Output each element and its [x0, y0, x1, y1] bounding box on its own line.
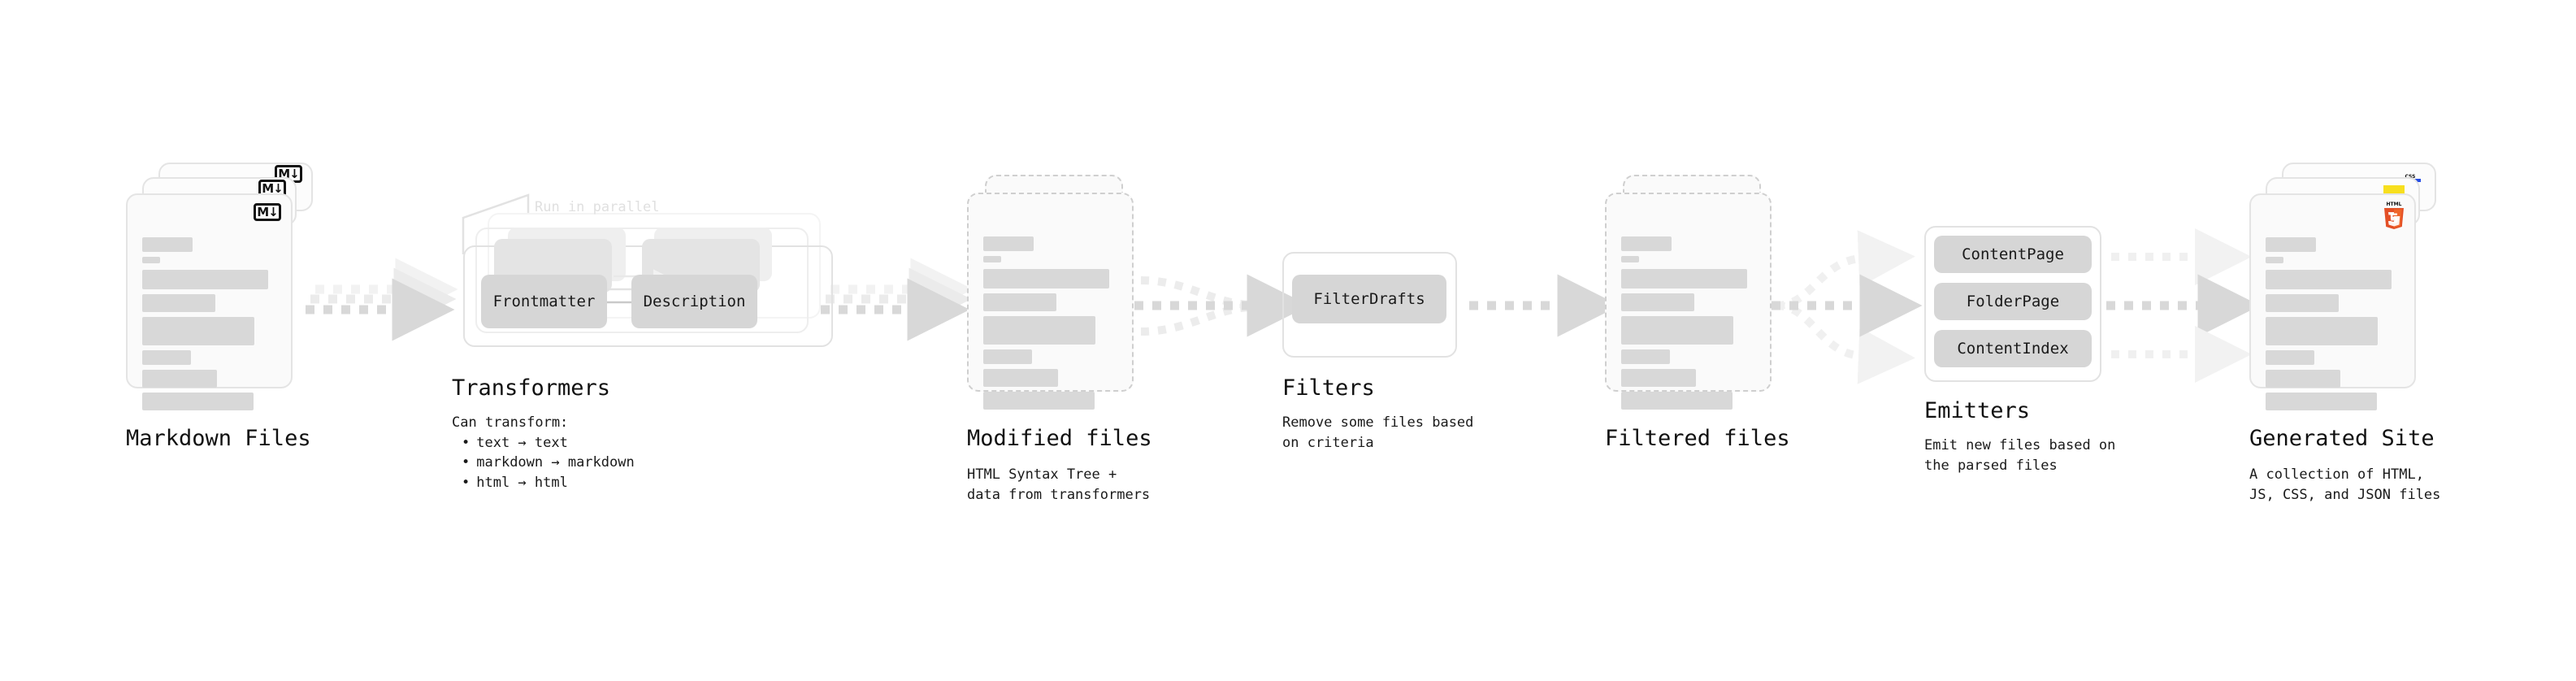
transformers-bullet-list: Can transform: text → text markdown → ma…: [452, 413, 635, 493]
stage-desc-generated-site: A collection of HTML, JS, CSS, and JSON …: [2249, 466, 2441, 503]
skeleton-bar: [983, 349, 1032, 364]
emitters-group-box: [1924, 226, 2101, 382]
transformer-group-back-1: [475, 228, 809, 333]
skeleton-bar: [1621, 293, 1694, 311]
skeleton-bar: [142, 317, 254, 345]
stage-title-modified-files: Modified files: [967, 426, 1152, 451]
skeleton-bar: [2266, 257, 2283, 263]
skeleton-bar: [1621, 269, 1747, 288]
stage-title-generated-site: Generated Site: [2249, 426, 2435, 451]
emitter-pill-contentindex[interactable]: ContentIndex: [1934, 330, 2092, 367]
file-card-front: M↓: [126, 193, 293, 410]
emitter-pill-contentpage[interactable]: ContentPage: [1934, 236, 2092, 273]
skeleton-bar: [2266, 393, 2377, 410]
stage-title-emitters: Emitters: [1924, 398, 2031, 423]
skeleton-bar: [1621, 316, 1733, 345]
skeleton-bar: [1621, 349, 1670, 364]
skeleton-bar: [142, 270, 268, 289]
filters-group-box: [1282, 252, 1457, 358]
transformer-pill-description[interactable]: Description: [631, 275, 757, 328]
transformer-bullet: text → text: [462, 433, 635, 453]
stage-title-filters: Filters: [1282, 375, 1375, 401]
skeleton-bar: [2266, 294, 2339, 312]
arrow-filtered-to-emitters: [1772, 230, 1923, 384]
skeleton-bar: [2266, 317, 2378, 345]
skeleton-bar: [983, 269, 1109, 288]
stage-desc-emitters: Emit new files based on the parsed files: [1924, 437, 2116, 474]
skeleton-bar: [142, 393, 254, 410]
skeleton-bar: [1621, 392, 1733, 410]
stage-title-transformers: Transformers: [452, 375, 611, 401]
arrow-transformers-to-modified: [821, 258, 974, 341]
skeleton-bar: [1621, 236, 1672, 251]
stage-title-markdown-files: Markdown Files: [126, 426, 311, 451]
svg-text:HTML: HTML: [2387, 202, 2402, 207]
emitter-pill-folderpage[interactable]: FolderPage: [1934, 283, 2092, 320]
stage-desc-filters: Remove some files based on criteria: [1282, 414, 1474, 451]
skeleton-bar: [983, 293, 1056, 311]
file-card-front: HTML 5: [2249, 193, 2416, 410]
skeleton-bar: [2266, 237, 2316, 252]
skeleton-bar: [142, 294, 215, 312]
html5-badge: HTML 5: [2384, 202, 2404, 229]
transformer-bullet: markdown → markdown: [462, 453, 634, 473]
markdown-badge: M↓: [254, 203, 281, 221]
transformer-pill-frontmatter[interactable]: Frontmatter: [481, 275, 607, 328]
skeleton-bar: [983, 256, 1001, 262]
skeleton-bar: [983, 236, 1034, 251]
svg-text:5: 5: [2389, 211, 2399, 228]
skeleton-bar: [142, 350, 191, 365]
skeleton-bar: [1621, 256, 1639, 262]
skeleton-bar: [983, 369, 1058, 387]
skeleton-bar: [142, 237, 193, 252]
skeleton-bar: [2266, 270, 2392, 289]
skeleton-bar: [2266, 370, 2340, 388]
file-card-front: [967, 193, 1134, 410]
arrow-markdown-to-transformers: [306, 258, 458, 341]
svg-text:CSS: CSS: [2405, 174, 2416, 180]
skeleton-bar: [2266, 350, 2314, 365]
stage-title-filtered-files: Filtered files: [1605, 426, 1790, 451]
run-in-parallel-label: Run in parallel: [535, 199, 660, 215]
file-card-front: [1605, 193, 1772, 410]
skeleton-bar: [983, 392, 1095, 410]
transformers-lead-text: Can transform:: [452, 414, 569, 431]
arrow-modified-to-filters: [1134, 274, 1310, 337]
transformer-bullet: html → html: [462, 473, 635, 493]
skeleton-bar: [1621, 369, 1696, 387]
filter-pill-filterdrafts[interactable]: FilterDrafts: [1292, 275, 1446, 323]
skeleton-bar: [142, 370, 217, 388]
skeleton-bar: [983, 316, 1095, 345]
stage-desc-modified-files: HTML Syntax Tree + data from transformer…: [967, 466, 1151, 503]
arrow-emitters-to-site: [2106, 228, 2261, 383]
skeleton-bar: [142, 257, 160, 263]
